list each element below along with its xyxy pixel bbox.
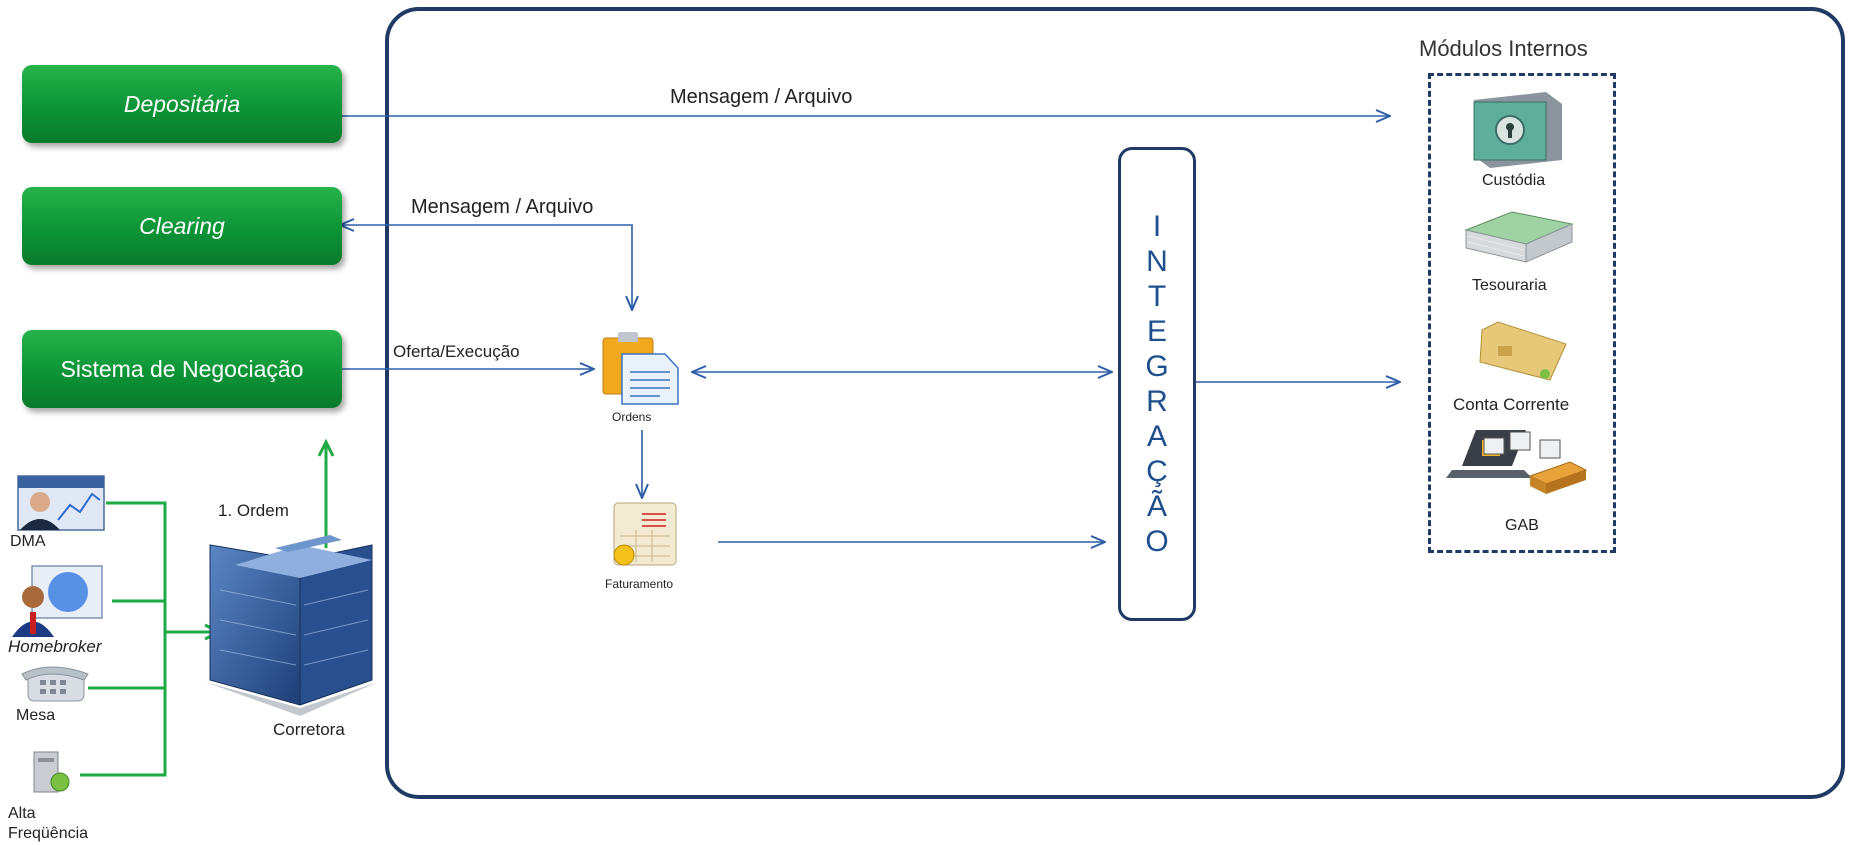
integracao-letter: R — [1146, 385, 1168, 418]
sistema-negociacao-button[interactable]: Sistema de Negociação — [22, 330, 342, 408]
credit-card-icon — [1479, 321, 1567, 381]
integracao-letter: G — [1145, 350, 1169, 383]
money-stack-icon — [1464, 211, 1574, 263]
mensagem-arquivo-mid-label: Mensagem / Arquivo — [411, 196, 594, 218]
safe-icon — [1473, 92, 1562, 168]
clearing-button[interactable]: Clearing — [22, 187, 342, 265]
corretora-label: Corretora — [273, 720, 345, 739]
dma-label: DMA — [10, 533, 46, 550]
flow-lines — [340, 116, 1400, 542]
homebroker-label: Homebroker — [8, 637, 102, 656]
alta-frequencia-label-2: Freqüência — [8, 825, 89, 842]
integracao-letter: N — [1146, 245, 1168, 278]
ordens-icon — [602, 332, 679, 405]
phone-icon — [21, 666, 89, 702]
module-gab-label: GAB — [1505, 517, 1539, 534]
modulos-internos-title: Módulos Internos — [1419, 36, 1588, 61]
gab-icon — [1446, 430, 1588, 494]
integracao-letter: E — [1146, 315, 1167, 348]
depositaria-button[interactable]: Depositária — [22, 65, 342, 143]
integracao-letter: A — [1146, 420, 1167, 453]
integracao-letter: O — [1145, 525, 1169, 558]
system-frame — [385, 7, 1845, 799]
arrow-clearing-ordens — [340, 225, 632, 310]
integracao-letter: I — [1152, 210, 1162, 243]
mesa-label: Mesa — [16, 707, 56, 724]
alta-frequencia-label-1: Alta — [8, 805, 36, 822]
homebroker-icon — [12, 565, 103, 637]
server-icon — [33, 751, 70, 793]
ordem-label: 1. Ordem — [218, 501, 289, 520]
corretora-building-icon — [205, 535, 378, 716]
integracao-letter: Ç — [1146, 455, 1168, 488]
ordens-label: Ordens — [612, 410, 652, 424]
integracao-box: I N T E G R A Ç Ã O — [1118, 147, 1196, 621]
oferta-execucao-label: Oferta/Execução — [393, 342, 520, 361]
faturamento-icon — [613, 502, 677, 566]
mensagem-arquivo-top-label: Mensagem / Arquivo — [670, 86, 853, 108]
module-custodia-label: Custódia — [1482, 172, 1546, 189]
integracao-letter: Ã — [1146, 490, 1167, 523]
module-tesouraria-label: Tesouraria — [1472, 277, 1547, 294]
module-conta-corrente-label: Conta Corrente — [1453, 395, 1570, 414]
integracao-letter: T — [1147, 280, 1167, 313]
faturamento-label: Faturamento — [605, 577, 674, 591]
modulos-internos-box — [1428, 73, 1616, 553]
dma-icon — [17, 475, 105, 531]
channel-lines — [80, 443, 326, 777]
